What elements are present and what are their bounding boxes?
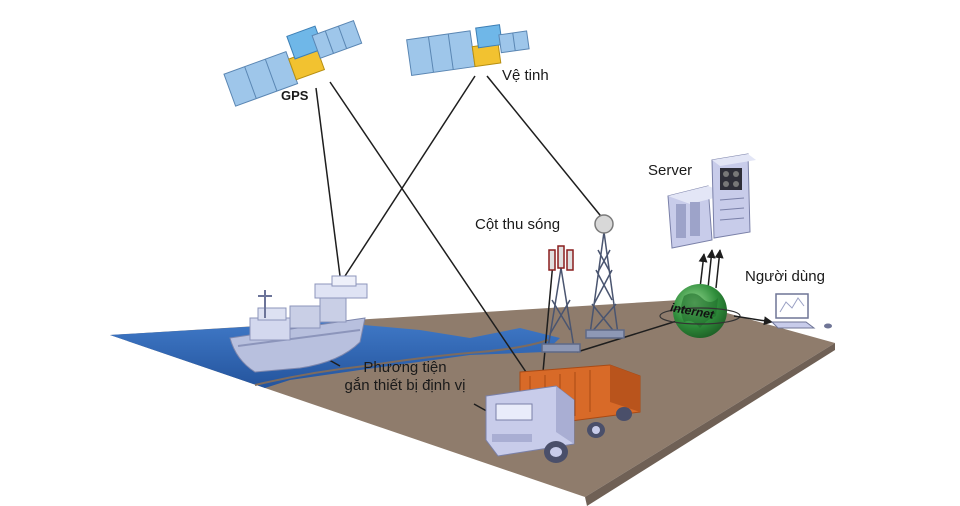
computer-icon <box>770 293 832 329</box>
tower-to-internet-line <box>576 319 681 353</box>
ground <box>110 300 835 506</box>
vehicle-label: Phương tiện gắn thiết bị định vị <box>320 359 490 395</box>
globe-icon <box>659 284 741 338</box>
upload-arrows <box>698 249 724 289</box>
solar-panel-left <box>223 50 299 107</box>
communication-satellite-icon <box>406 24 530 76</box>
gps-to-ship-line <box>315 87 341 277</box>
satellite-to-tower-line <box>486 75 605 221</box>
server-label: Server <box>648 162 693 179</box>
satellite-to-ship-line <box>344 75 476 277</box>
radio-tower-icon <box>585 214 625 339</box>
user-label: Người dùng <box>745 268 825 285</box>
land-edge <box>585 343 835 506</box>
internet-to-user-arrow <box>733 315 773 326</box>
gps-to-truck-line <box>329 81 527 373</box>
shoreline <box>254 339 549 386</box>
truck-icon <box>485 364 641 463</box>
gps-label: GPS <box>281 88 309 103</box>
ship-icon <box>229 275 368 373</box>
antenna-tower-icon <box>541 245 581 353</box>
tower-label: Cột thu sóng <box>475 216 561 233</box>
server-icon <box>667 153 756 249</box>
truck-to-tower-line <box>542 261 554 373</box>
vehicle-label-line2: gắn thiết bị định vị <box>344 377 466 394</box>
satellite-label: Vệ tinh <box>502 67 549 84</box>
vehicle-label-line1: Phương tiện <box>363 359 447 376</box>
gps-satellite-icon <box>223 19 363 107</box>
